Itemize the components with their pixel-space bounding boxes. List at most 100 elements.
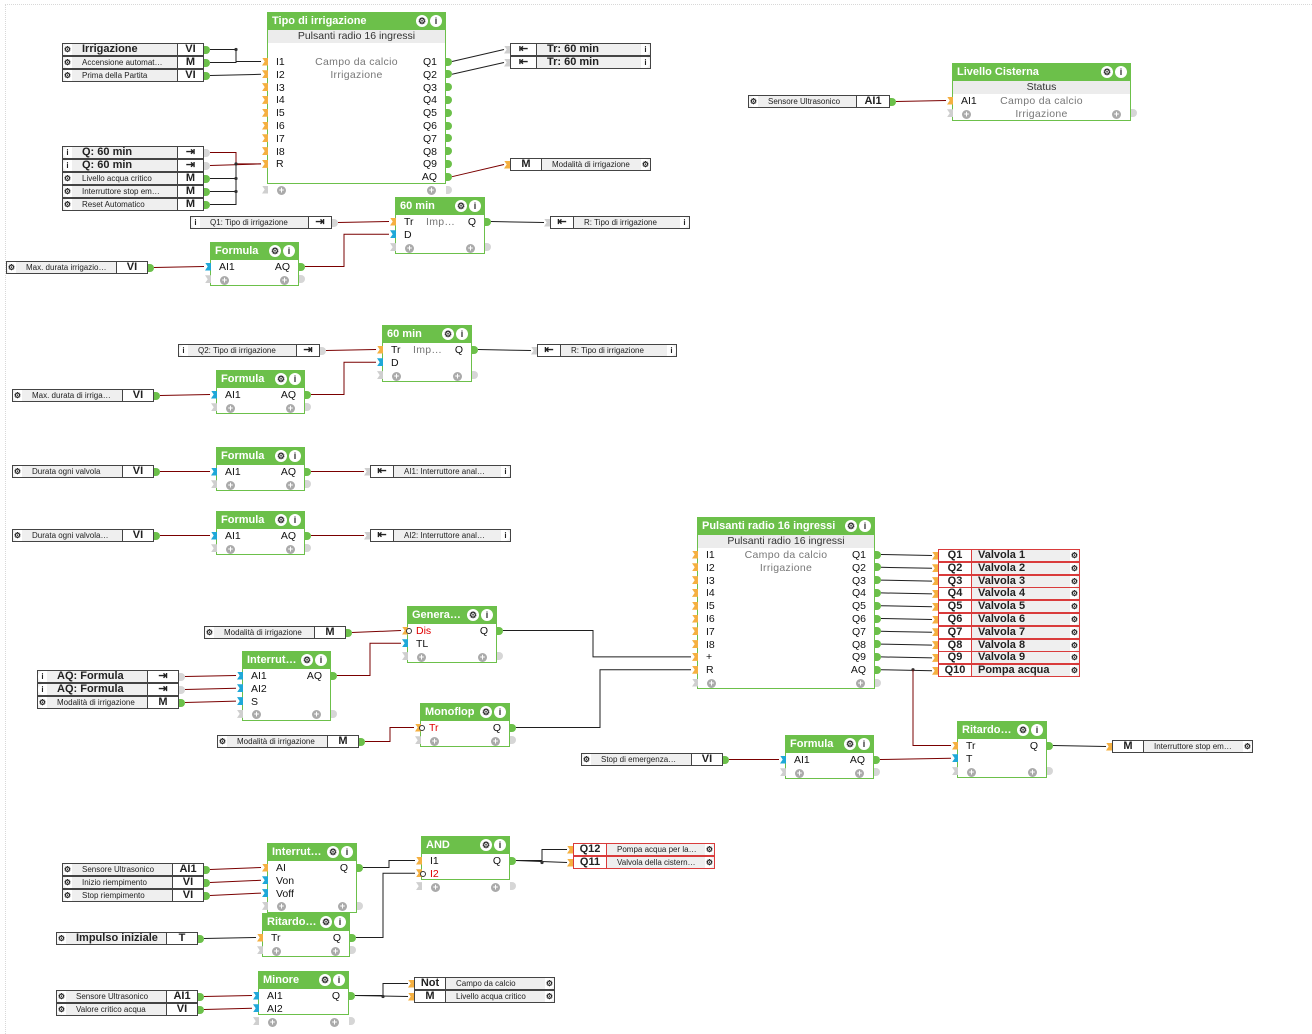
output-pin[interactable] [331, 671, 337, 680]
terminal-input-pin[interactable] [932, 551, 938, 560]
terminal-output-pin[interactable] [204, 187, 210, 196]
output-pin[interactable] [875, 563, 881, 572]
info-icon[interactable]: i [494, 706, 506, 718]
gear-icon[interactable]: ⚙ [545, 991, 554, 1002]
add-output-icon[interactable]: + [286, 402, 295, 413]
input-pin-empty[interactable] [402, 652, 408, 661]
output-pin[interactable] [875, 652, 881, 661]
gear-icon[interactable]: ⚙ [205, 627, 214, 638]
add-output-icon[interactable]: + [491, 735, 500, 746]
add-output-icon[interactable]: + [286, 479, 295, 490]
gear-icon[interactable]: ⚙ [1070, 639, 1079, 651]
gear-icon[interactable]: ⚙ [641, 159, 650, 170]
input-pin[interactable] [262, 83, 268, 92]
terminal-output-pin[interactable] [204, 865, 210, 874]
add-input-icon[interactable]: + [707, 678, 716, 688]
gear-icon[interactable]: ⚙ [416, 15, 428, 27]
add-input-icon[interactable]: + [405, 242, 414, 253]
input-pin-empty[interactable] [780, 768, 786, 777]
info-icon[interactable]: i [469, 200, 481, 212]
add-output-icon[interactable]: + [466, 242, 475, 253]
output-pin[interactable] [875, 614, 881, 623]
output-pin-empty[interactable] [510, 882, 516, 891]
terminal-output-pin[interactable] [204, 878, 210, 887]
gear-icon[interactable]: ⚙ [327, 846, 339, 858]
output-pin[interactable] [497, 626, 503, 635]
terminal-output-pin[interactable] [204, 45, 210, 54]
add-output-icon[interactable]: + [330, 1016, 339, 1027]
input-pin[interactable] [205, 262, 211, 271]
info-icon[interactable]: i [289, 373, 301, 385]
gear-icon[interactable]: ⚙ [269, 245, 281, 257]
add-input-icon[interactable]: + [226, 543, 235, 554]
gear-icon[interactable]: ⚙ [1070, 626, 1079, 638]
input-pin[interactable] [253, 1004, 259, 1013]
terminal-output-pin[interactable] [179, 685, 185, 694]
add-output-icon[interactable]: + [856, 678, 865, 688]
info-icon[interactable]: i [289, 450, 301, 462]
terminal-output-pin[interactable] [198, 992, 204, 1001]
info-icon[interactable]: i [63, 147, 72, 158]
output-pin[interactable] [305, 390, 311, 399]
input-pin[interactable] [692, 601, 698, 610]
add-output-icon[interactable]: + [331, 945, 340, 956]
output-pin[interactable] [875, 627, 881, 636]
terminal-output-pin[interactable] [198, 934, 204, 943]
gear-icon[interactable]: ⚙ [319, 974, 331, 986]
terminal-input[interactable]: ⚙Accensione automat…M [62, 56, 204, 69]
input-pin[interactable] [416, 856, 422, 865]
info-icon[interactable]: i [1115, 66, 1127, 78]
output-pin[interactable] [349, 991, 355, 1000]
info-icon[interactable]: i [501, 530, 510, 541]
output-pin[interactable] [510, 723, 516, 732]
output-pin-empty[interactable] [497, 652, 503, 661]
input-pin[interactable] [390, 217, 396, 226]
terminal-input-pin[interactable] [932, 602, 938, 611]
output-pin[interactable] [875, 550, 881, 559]
input-pin-empty[interactable] [257, 946, 263, 955]
input-pin-empty[interactable] [415, 736, 421, 745]
gear-icon[interactable]: ⚙ [57, 1004, 66, 1015]
add-input-icon[interactable]: + [430, 735, 439, 746]
add-input-icon[interactable]: + [226, 402, 235, 413]
output-pin[interactable] [305, 467, 311, 476]
terminal-output-pin[interactable] [154, 531, 160, 540]
output-pin-empty[interactable] [1047, 767, 1053, 776]
input-pin-empty[interactable] [390, 243, 396, 252]
terminal-input-pin[interactable] [1106, 742, 1112, 751]
input-pin-empty[interactable] [205, 275, 211, 284]
output-pin[interactable] [350, 933, 356, 942]
info-icon[interactable]: i [641, 57, 650, 68]
gear-icon[interactable]: ⚙ [7, 262, 16, 273]
input-pin-empty[interactable] [253, 1017, 259, 1026]
gear-icon[interactable]: ⚙ [844, 738, 856, 750]
terminal-input-pin[interactable] [544, 218, 550, 227]
gear-icon[interactable]: ⚙ [480, 706, 492, 718]
output-pin-empty[interactable] [485, 243, 491, 252]
input-pin[interactable] [211, 390, 217, 399]
input-pin-empty[interactable] [947, 109, 953, 118]
input-pin[interactable] [390, 230, 396, 239]
terminal-input-pin[interactable] [364, 531, 370, 540]
terminal-input-pin[interactable] [932, 564, 938, 573]
add-output-icon[interactable]: + [312, 709, 321, 720]
output-pin-empty[interactable] [472, 371, 478, 380]
add-input-icon[interactable]: + [252, 709, 261, 720]
